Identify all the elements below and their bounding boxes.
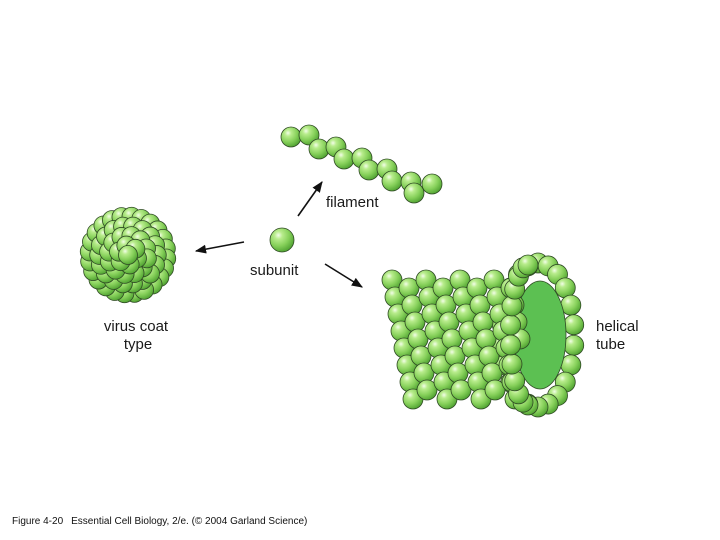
subunit-ball bbox=[381, 170, 403, 192]
figure-source: Essential Cell Biology, 2/e. (© 2004 Gar… bbox=[71, 516, 308, 527]
subunit-ball bbox=[500, 314, 521, 336]
filament-chain bbox=[280, 124, 443, 204]
subunit-label: subunit bbox=[250, 262, 299, 279]
subunit-ball bbox=[421, 173, 443, 195]
virus-coat-label-line1: virus coat bbox=[103, 318, 169, 335]
helical-tube-label-line1: helical bbox=[596, 318, 639, 335]
subunit-ball bbox=[517, 254, 539, 276]
helical-tube bbox=[381, 252, 585, 418]
arrow-to-virus-coat bbox=[194, 241, 245, 254]
subunit-ball bbox=[450, 379, 472, 401]
subunit-ball bbox=[118, 245, 138, 265]
figure-number: Figure 4-20 bbox=[12, 516, 64, 527]
subunit-ball bbox=[563, 334, 585, 356]
subunit-ball bbox=[501, 353, 523, 375]
subunit-ball bbox=[280, 126, 302, 148]
arrow-to-filament bbox=[297, 181, 323, 217]
arrow-to-helical-tube bbox=[324, 263, 363, 288]
subunit-ball bbox=[563, 314, 585, 336]
subunit-ball bbox=[403, 182, 425, 204]
subunit-ball bbox=[416, 379, 438, 401]
subunit-ball bbox=[500, 334, 521, 356]
subunit-ball bbox=[484, 379, 506, 401]
helical-tube-label: helical tube bbox=[596, 318, 639, 354]
virus-coat-label: virus coat type bbox=[82, 318, 190, 354]
filament-label: filament bbox=[326, 194, 379, 211]
subunit-ball bbox=[269, 227, 295, 253]
figure-caption: Figure 4-20 Essential Cell Biology, 2/e. … bbox=[12, 516, 307, 527]
subunit-ball bbox=[333, 148, 355, 170]
virus-coat-sphere bbox=[79, 206, 177, 304]
helical-tube-label-line2: tube bbox=[596, 336, 626, 353]
subunit-ball bbox=[358, 159, 380, 181]
virus-coat-label-line2: type bbox=[123, 336, 153, 353]
subunit-sphere bbox=[269, 227, 295, 253]
